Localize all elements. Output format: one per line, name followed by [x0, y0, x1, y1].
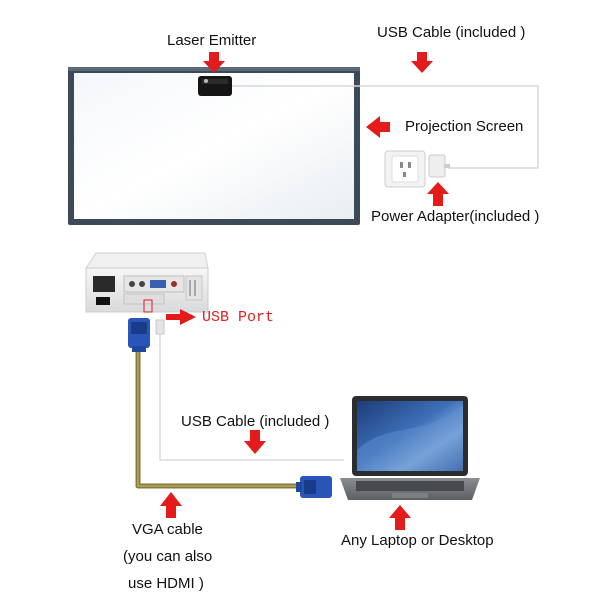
label-vga-alt-line1: (you can also — [123, 548, 213, 565]
projection-screen — [68, 67, 360, 225]
laptop-device — [340, 396, 480, 500]
label-laptop: Any Laptop or Desktop — [341, 532, 494, 549]
label-usb-cable-top: USB Cable (included ) — [377, 24, 526, 41]
arrow-down-usb-cable-top — [411, 52, 433, 73]
usb-cable-bottom-line — [159, 320, 344, 461]
vga-connector-laptop — [296, 476, 332, 498]
arrow-right-usb-port — [166, 309, 196, 325]
usb-cable-top-line — [232, 85, 539, 169]
arrow-up-vga-cable — [160, 492, 182, 518]
arrow-down-laser-emitter — [203, 52, 225, 73]
label-laser-emitter: Laser Emitter — [167, 32, 257, 49]
arrow-down-usb-cable-bottom — [244, 430, 266, 454]
label-projection-screen: Projection Screen — [405, 118, 524, 135]
label-vga-cable: VGA cable — [132, 521, 203, 538]
laser-emitter-device — [198, 76, 232, 96]
arrow-up-power-adapter — [427, 182, 449, 206]
wall-outlet — [384, 150, 426, 188]
arrow-up-laptop — [389, 505, 411, 530]
vga-cable — [135, 340, 300, 489]
projector-device — [85, 252, 209, 313]
vga-connector-projector — [128, 318, 150, 352]
label-usb-port: USB Port — [202, 309, 275, 326]
arrow-left-projection-screen — [366, 116, 390, 138]
label-power-adapter: Power Adapter(included ) — [371, 208, 540, 225]
label-vga-alt-line2: use HDMI ) — [128, 575, 204, 592]
power-adapter-device — [428, 154, 450, 178]
label-usb-cable-bottom: USB Cable (included ) — [181, 413, 330, 430]
